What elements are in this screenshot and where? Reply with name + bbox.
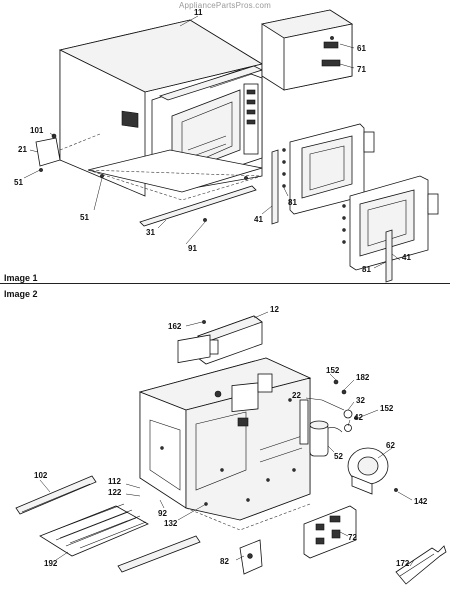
door-latch	[239, 539, 263, 575]
rack-guide-right	[117, 535, 201, 573]
callout-label: 102	[34, 471, 48, 480]
thermal-paste-tube	[395, 545, 447, 585]
callout-label: 61	[357, 44, 366, 53]
outer-door-assembly	[342, 175, 439, 271]
callout-label: 41	[254, 215, 263, 224]
oven-chassis	[138, 334, 312, 531]
ignitor-bracket-parts	[321, 379, 358, 433]
callout-label: 11	[194, 8, 203, 17]
callout-label: 82	[220, 557, 229, 566]
blower-wheel	[347, 447, 398, 495]
oven-rack	[39, 503, 149, 557]
callout-label: 142	[414, 497, 428, 506]
screw	[39, 168, 43, 172]
callout-label: 21	[18, 145, 27, 154]
callout-label: 92	[158, 509, 167, 518]
callout-label: 32	[356, 396, 365, 405]
control-board	[303, 505, 357, 559]
callout-label: 72	[348, 533, 357, 542]
callout-label: 51	[80, 213, 89, 222]
callout-label: 41	[402, 253, 411, 262]
screw	[100, 174, 104, 178]
callout-label: 51	[14, 178, 23, 187]
callout-label: 122	[108, 488, 122, 497]
callout-label: 192	[44, 559, 58, 568]
rack-guide-left	[15, 475, 97, 515]
callout-label: 152	[380, 404, 394, 413]
callout-label: 22	[292, 391, 301, 400]
callout-label: 91	[188, 244, 197, 253]
screw	[244, 176, 248, 180]
callout-label: 62	[386, 441, 395, 450]
convection-motor	[309, 420, 329, 457]
door-gasket-strip	[385, 229, 393, 283]
callout-label: 81	[288, 198, 297, 207]
callouts-image-2: 12 162 152 182 22 32 42 152 62 142 52 10…	[34, 305, 428, 568]
filter-housing	[260, 9, 354, 91]
door-gasket-strip	[271, 149, 279, 225]
watermark: AppliancePartsPros.com	[179, 1, 271, 10]
callout-label: 101	[30, 126, 44, 135]
callout-label: 152	[326, 366, 340, 375]
callout-label: 52	[334, 452, 343, 461]
callout-label: 132	[164, 519, 178, 528]
callout-label: 81	[362, 265, 371, 274]
callout-label: 12	[270, 305, 279, 314]
screw	[203, 218, 207, 222]
inner-door-assembly	[282, 123, 375, 215]
callout-label: 112	[108, 477, 121, 486]
callout-label: 31	[146, 228, 155, 237]
callout-label: 71	[357, 65, 366, 74]
bottom-trim-strip	[139, 185, 257, 227]
callout-label: 182	[356, 373, 370, 382]
side-cover-panel	[35, 133, 61, 167]
section-divider	[0, 283, 450, 284]
callout-label: 172	[396, 559, 410, 568]
callout-label: 162	[168, 322, 182, 331]
oven-base-pan	[87, 149, 263, 193]
section-title-image-1: Image 1	[4, 273, 38, 283]
section-title-image-2: Image 2	[4, 289, 38, 299]
callouts-image-1: 11 61 71 101 21 51 51 31 91 41 81 81 41	[14, 8, 411, 274]
